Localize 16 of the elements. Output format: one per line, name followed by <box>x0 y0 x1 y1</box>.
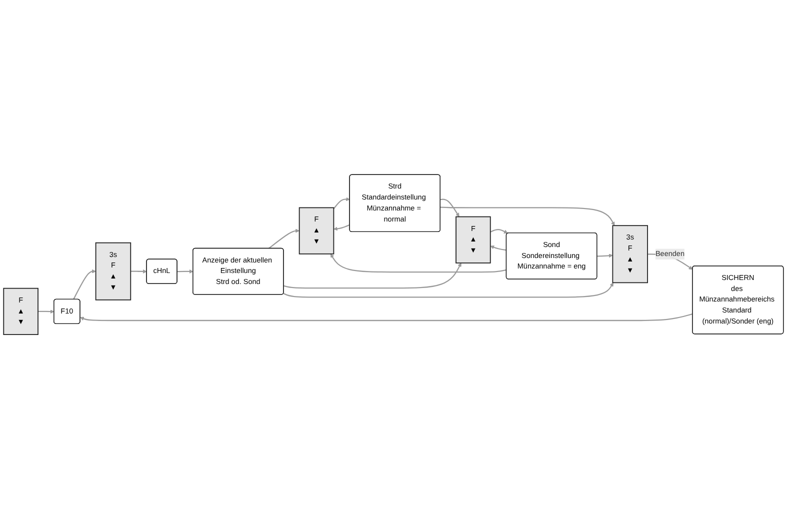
arrow <box>597 254 613 258</box>
arrow <box>283 282 614 298</box>
arrow <box>334 224 350 232</box>
arrow <box>490 229 508 234</box>
arrow <box>268 229 300 250</box>
arrow <box>333 198 350 210</box>
arrow <box>80 314 693 322</box>
arrow <box>73 270 96 300</box>
arrow <box>440 207 615 226</box>
arrow <box>440 199 460 218</box>
arrow <box>490 246 507 252</box>
arrow <box>130 270 147 274</box>
arrow <box>284 263 462 290</box>
arrow <box>177 270 194 274</box>
arrow <box>38 310 54 314</box>
arrow <box>330 254 507 273</box>
